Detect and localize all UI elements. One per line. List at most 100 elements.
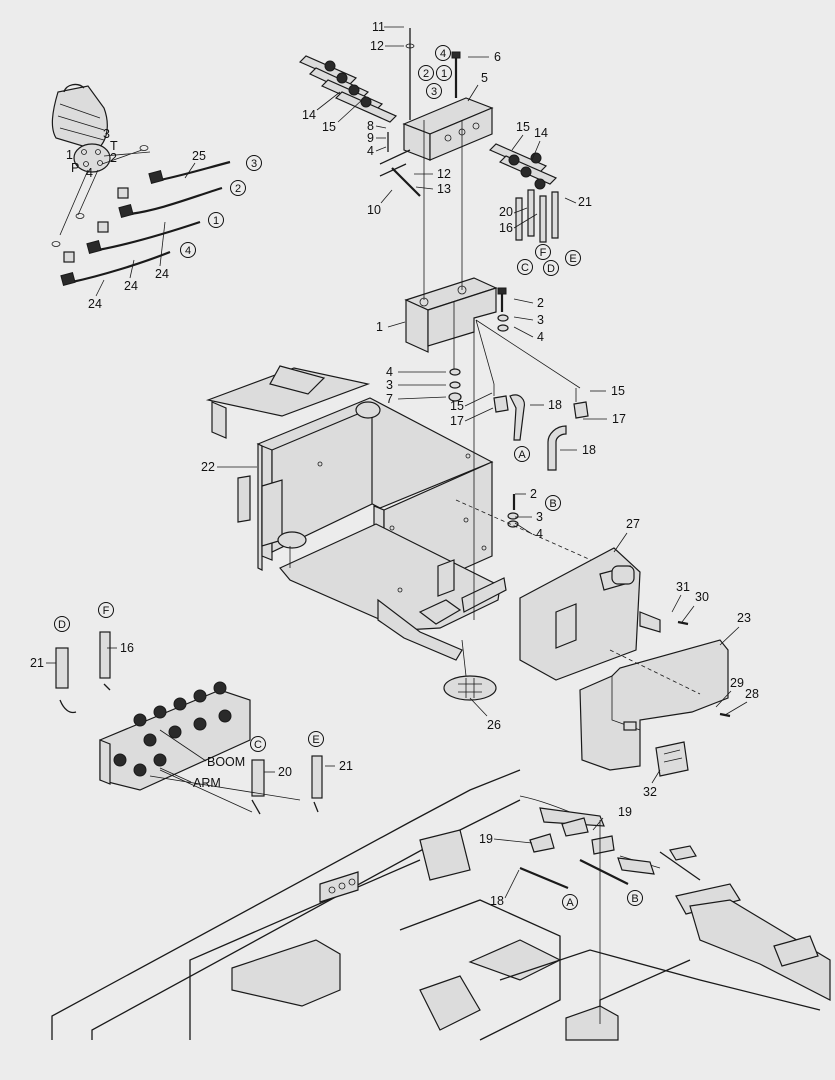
ref-circle-o3b: 3 xyxy=(246,155,262,171)
ref-circle-label: 2 xyxy=(423,68,429,80)
ref-circle-label: 3 xyxy=(431,86,437,98)
callout-c20a: 20 xyxy=(499,205,513,219)
leader-line xyxy=(95,279,105,297)
ref-circle-label: 1 xyxy=(441,68,447,80)
leader-line xyxy=(564,197,577,204)
leader-line xyxy=(613,532,628,553)
washers xyxy=(448,314,519,528)
callout-c2b: 2 xyxy=(530,487,537,501)
callout-c3a: 3 xyxy=(537,313,544,327)
control-valve xyxy=(55,631,323,815)
callout-c3t: 3 xyxy=(103,127,110,141)
leader-line xyxy=(513,316,534,321)
leader-line xyxy=(464,407,494,422)
callout-c14a: 14 xyxy=(302,108,316,122)
ref-circle-label: C xyxy=(521,262,529,274)
leader-line xyxy=(464,392,493,407)
pilot-hoses xyxy=(60,160,231,286)
callout-c19a: 19 xyxy=(479,832,493,846)
callout-c24b: 24 xyxy=(124,279,138,293)
leader-line xyxy=(513,326,534,338)
callout-leaders xyxy=(46,26,748,899)
ref-circle-label: A xyxy=(518,449,526,461)
leader-line xyxy=(375,146,387,152)
ref-circle-oE1: E xyxy=(565,250,581,266)
callout-c10: 10 xyxy=(367,203,381,217)
leader-line xyxy=(513,207,528,214)
leader-line xyxy=(715,690,732,708)
callout-c6: 6 xyxy=(494,50,501,64)
callout-c2a: 2 xyxy=(537,296,544,310)
callout-c18c: 18 xyxy=(490,894,504,908)
ref-circle-label: 1 xyxy=(213,215,219,227)
leader-line xyxy=(592,817,604,831)
ref-circle-o4a: 4 xyxy=(435,45,451,61)
bracket-1 xyxy=(404,120,507,372)
leader-line xyxy=(671,594,682,613)
callout-c4a: 4 xyxy=(367,144,374,158)
callout-c30: 30 xyxy=(695,590,709,604)
leader-line xyxy=(159,221,166,267)
main-frame-22 xyxy=(205,318,637,661)
ref-circle-label: D xyxy=(547,263,555,275)
leader-line xyxy=(514,522,533,535)
ref-circle-oA1: A xyxy=(514,446,530,462)
ref-circle-label: 4 xyxy=(185,245,191,257)
callout-c1t: 1 xyxy=(66,148,73,162)
leader-line xyxy=(651,769,661,784)
callout-c26: 26 xyxy=(487,718,501,732)
leader-line xyxy=(159,729,207,762)
callout-cARM: ARM xyxy=(193,776,221,790)
ref-circle-oC2: C xyxy=(250,736,266,752)
upper-structure xyxy=(51,769,831,1041)
ref-circle-oB2: B xyxy=(627,890,643,906)
ref-circle-label: B xyxy=(549,498,556,510)
callout-c7: 7 xyxy=(386,392,393,406)
leader-line xyxy=(719,626,740,646)
ref-circle-o1a: 1 xyxy=(436,65,452,81)
callout-c23: 23 xyxy=(737,611,751,625)
callout-c2t: 2 xyxy=(110,151,117,165)
callout-c24a: 24 xyxy=(155,267,169,281)
callout-c18b: 18 xyxy=(582,443,596,457)
ref-circle-label: E xyxy=(312,734,319,746)
callout-c12a: 12 xyxy=(370,39,384,53)
ref-circle-oB1: B xyxy=(545,495,561,511)
callout-c24c: 24 xyxy=(88,297,102,311)
callout-c27: 27 xyxy=(626,517,640,531)
callout-c18a: 18 xyxy=(548,398,562,412)
leader-line xyxy=(511,134,524,151)
callout-c20b: 20 xyxy=(278,765,292,779)
ref-circle-label: 3 xyxy=(251,158,257,170)
ref-circle-label: C xyxy=(254,739,262,751)
callout-c5: 5 xyxy=(481,71,488,85)
leader-line xyxy=(380,189,393,204)
leader-line xyxy=(397,396,447,400)
callout-c12b: 12 xyxy=(437,167,451,181)
label-plate-and-pad xyxy=(443,639,689,777)
leader-line xyxy=(337,99,363,123)
ref-circle-oE2: E xyxy=(308,731,324,747)
leader-line xyxy=(467,84,479,102)
callout-cP: P xyxy=(71,161,79,175)
callout-c15d: 15 xyxy=(611,384,625,398)
ref-circle-oF2: F xyxy=(98,602,114,618)
ref-circle-o1b: 1 xyxy=(208,212,224,228)
callout-c32: 32 xyxy=(643,785,657,799)
callout-c19b: 19 xyxy=(618,805,632,819)
callout-c15c: 15 xyxy=(450,399,464,413)
callout-c15a: 15 xyxy=(322,120,336,134)
callout-c3b: 3 xyxy=(386,378,393,392)
callout-c29: 29 xyxy=(730,676,744,690)
ref-circle-oA2: A xyxy=(562,894,578,910)
callout-c21a: 21 xyxy=(578,195,592,209)
callout-c16b: 16 xyxy=(120,641,134,655)
leader-line xyxy=(493,838,533,844)
callout-c4t: 4 xyxy=(86,166,93,180)
callout-c16a: 16 xyxy=(499,221,513,235)
ref-circle-label: B xyxy=(631,893,638,905)
callout-cT: T xyxy=(110,139,118,153)
